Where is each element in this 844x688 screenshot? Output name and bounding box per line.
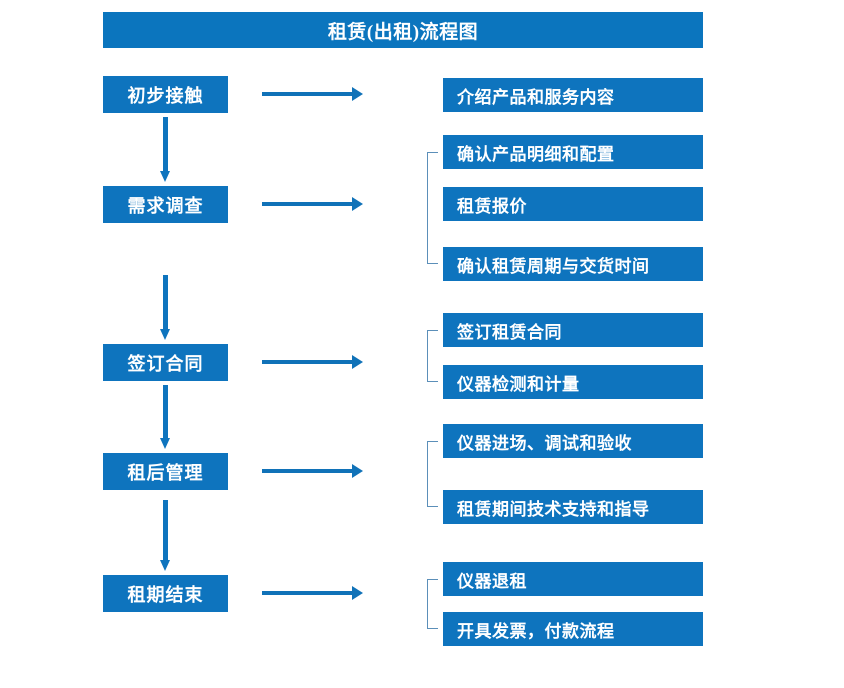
stage-box-post-rental-management[interactable]: 租后管理 — [103, 453, 228, 490]
detail-box-confirm-product-details[interactable]: 确认产品明细和配置 — [443, 135, 703, 169]
detail-box-sign-rental-contract[interactable]: 签订租赁合同 — [443, 313, 703, 347]
stage-box-rental-end[interactable]: 租期结束 — [103, 575, 228, 612]
arrow-head — [352, 87, 363, 101]
arrow-head — [160, 438, 170, 449]
arrow-shaft — [163, 117, 168, 171]
group-bracket-sign-contract — [427, 330, 438, 382]
arrow-shaft — [163, 500, 168, 560]
detail-box-instrument-return[interactable]: 仪器退租 — [443, 562, 703, 596]
flow-arrow-down-2 — [160, 275, 171, 340]
detail-box-technical-support[interactable]: 租赁期间技术支持和指导 — [443, 490, 703, 524]
flow-arrow-down-3 — [160, 385, 171, 449]
flow-arrow-right-4 — [262, 464, 363, 478]
detail-box-confirm-period-delivery[interactable]: 确认租赁周期与交货时间 — [443, 247, 703, 281]
detail-box-introduce-products[interactable]: 介绍产品和服务内容 — [443, 78, 703, 112]
stage-box-initial-contact[interactable]: 初步接触 — [103, 76, 228, 113]
arrow-shaft — [262, 360, 353, 364]
flow-arrow-right-5 — [262, 586, 363, 600]
arrow-head — [160, 329, 170, 340]
flow-arrow-right-2 — [262, 197, 363, 211]
detail-box-instrument-inspection[interactable]: 仪器检测和计量 — [443, 365, 703, 399]
flow-arrow-down-4 — [160, 500, 171, 571]
flow-arrow-down-1 — [160, 117, 171, 182]
arrow-head — [352, 464, 363, 478]
arrow-head — [352, 586, 363, 600]
flow-arrow-right-1 — [262, 87, 363, 101]
arrow-shaft — [262, 202, 353, 206]
flow-arrow-right-3 — [262, 355, 363, 369]
diagram-title: 租赁(出租)流程图 — [103, 12, 703, 48]
arrow-head — [160, 560, 170, 571]
group-bracket-post-rental — [427, 441, 438, 507]
detail-box-invoice-payment[interactable]: 开具发票，付款流程 — [443, 612, 703, 646]
arrow-head — [352, 355, 363, 369]
arrow-head — [352, 197, 363, 211]
detail-box-instrument-entry-commissioning[interactable]: 仪器进场、调试和验收 — [443, 424, 703, 458]
arrow-shaft — [262, 469, 353, 473]
stage-box-sign-contract[interactable]: 签订合同 — [103, 344, 228, 381]
arrow-head — [160, 171, 170, 182]
arrow-shaft — [262, 591, 353, 595]
arrow-shaft — [163, 275, 168, 329]
detail-box-rental-quotation[interactable]: 租赁报价 — [443, 187, 703, 221]
group-bracket-needs-survey — [427, 152, 438, 264]
arrow-shaft — [163, 385, 168, 438]
group-bracket-rental-end — [427, 579, 438, 629]
arrow-shaft — [262, 92, 353, 96]
stage-box-needs-survey[interactable]: 需求调查 — [103, 186, 228, 223]
